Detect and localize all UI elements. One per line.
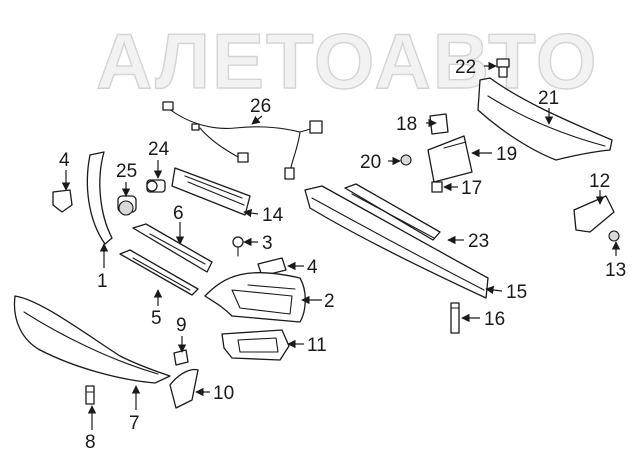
callout-1: 1 xyxy=(97,271,108,292)
callout-23: 23 xyxy=(468,231,489,252)
callout-25: 25 xyxy=(116,161,137,182)
bolt-lower xyxy=(85,385,95,405)
lower-spoiler xyxy=(13,295,171,384)
callout-5: 5 xyxy=(151,308,162,329)
callout-22: 22 xyxy=(455,57,476,78)
lower-side-bracket xyxy=(169,368,199,409)
callout-8: 8 xyxy=(85,432,96,453)
callout-4-right: 4 xyxy=(307,257,318,278)
clip-fastener xyxy=(232,236,244,257)
fog-lamp-bezel xyxy=(221,329,290,361)
push-fastener xyxy=(496,58,510,78)
callout-11: 11 xyxy=(307,335,327,356)
energy-absorber xyxy=(344,183,441,241)
callout-17: 17 xyxy=(461,178,482,199)
side-support-right xyxy=(573,195,615,233)
callout-24: 24 xyxy=(148,139,170,160)
sensor-holder xyxy=(117,195,137,216)
callout-21: 21 xyxy=(538,88,559,109)
small-bracket xyxy=(429,113,449,135)
hex-nut xyxy=(400,154,412,166)
callout-12: 12 xyxy=(589,171,610,192)
side-bracket-right xyxy=(257,257,287,277)
callout-9: 9 xyxy=(176,315,187,336)
retainer-clip xyxy=(173,349,189,366)
mount-bracket xyxy=(427,135,473,183)
callout-4-left: 4 xyxy=(59,150,70,171)
leader-lines xyxy=(61,61,621,430)
callout-19: 19 xyxy=(496,144,517,165)
callout-7: 7 xyxy=(129,413,140,434)
callout-2: 2 xyxy=(324,291,335,312)
parking-sensor xyxy=(146,179,166,193)
wiring-harness xyxy=(162,101,323,180)
bumper-cover xyxy=(204,272,306,323)
side-trim xyxy=(86,151,113,245)
callout-14: 14 xyxy=(262,205,284,226)
side-bracket-left xyxy=(52,189,73,213)
callout-3: 3 xyxy=(262,233,273,254)
callout-18: 18 xyxy=(396,114,417,135)
callout-6: 6 xyxy=(173,203,184,224)
push-clip xyxy=(431,181,443,193)
callout-10: 10 xyxy=(213,383,234,404)
callout-26: 26 xyxy=(250,96,271,117)
reinforcement-beam xyxy=(304,185,489,299)
callout-20: 20 xyxy=(360,152,381,173)
callout-15: 15 xyxy=(506,282,527,303)
callout-labels: 1 2 3 4 4 5 6 7 8 9 10 11 12 13 14 15 16… xyxy=(59,57,626,453)
bolt-beam xyxy=(450,302,460,334)
watermark-logo: АЛЕТОАВТО xyxy=(96,17,599,105)
callout-13: 13 xyxy=(605,260,626,281)
round-clip xyxy=(608,230,620,242)
callout-16: 16 xyxy=(484,309,505,330)
